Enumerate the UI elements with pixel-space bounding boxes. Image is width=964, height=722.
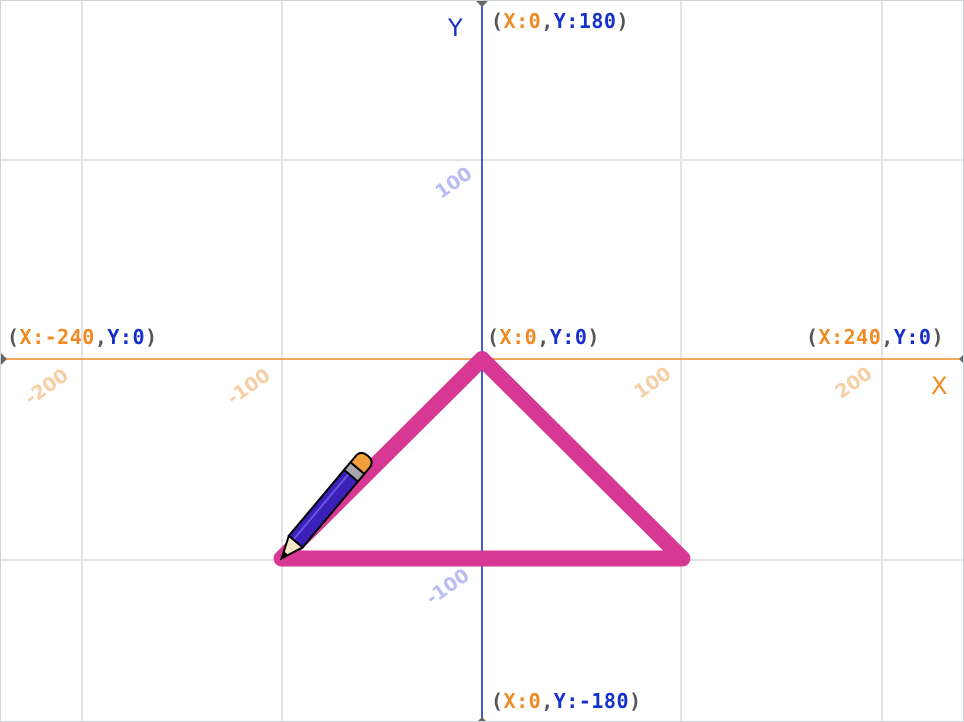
axis-marker-right	[959, 355, 963, 363]
coord-label-right: (X:240,Y:0)	[806, 325, 944, 349]
coord-label-bottom: (X:0,Y:-180)	[491, 689, 642, 713]
coord-label-left: (X:-240,Y:0)	[7, 325, 158, 349]
axis-marker-top	[476, 1, 488, 7]
x-axis-title: X	[931, 372, 948, 400]
axis-marker-left	[1, 353, 7, 365]
coord-label-top: (X:0,Y:180)	[491, 9, 629, 33]
coord-label-origin: (X:0,Y:0)	[487, 325, 600, 349]
pen-trail-triangle	[273, 351, 691, 567]
pencil-icon[interactable]	[275, 450, 375, 564]
axis-marker-bottom	[478, 717, 486, 721]
y-axis-title: Y	[448, 14, 463, 42]
